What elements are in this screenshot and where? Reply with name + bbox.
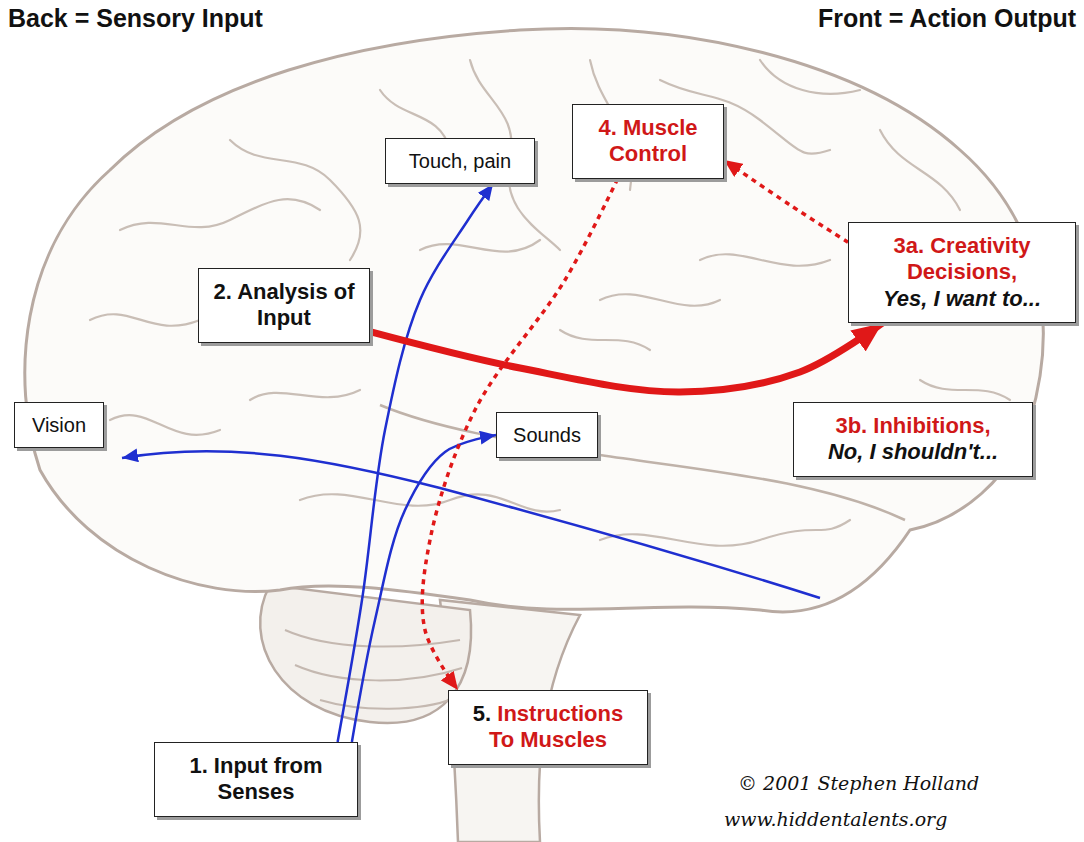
website-note: www.hiddentalents.org [722,808,949,830]
vision-pathway-arrow [122,451,820,598]
region-heading: Front = Action Output [816,4,1078,33]
node-text: 2. Analysis of Input [209,279,359,332]
region-heading: Back = Sensory Input [6,4,265,33]
sense-area-box: Sounds [496,412,598,458]
copyright-note: © 2001 Stephen Holland [736,772,981,794]
sense-area-box: Touch, pain [385,138,535,184]
node-text: 4. Muscle Control [583,115,713,168]
node-text: Vision [25,413,93,437]
node-text: Touch, pain [396,149,524,173]
node-text: Yes, I want to... [859,286,1065,312]
decision-box: 3a. Creativity Decisions,Yes, I want to.… [848,222,1076,323]
output-step-box: 4. Muscle Control [572,104,724,179]
decision-to-muscle-arrow [724,160,848,242]
inhibition-box: 3b. Inhibitions,No, I shouldn't... [793,402,1033,477]
analysis-to-decision-arrow [370,323,882,392]
node-text: 5. [473,701,491,726]
muscle-instruction-arrow [422,179,617,690]
cerebellum [260,585,471,723]
input-step-box: 1. Input from Senses [154,742,358,817]
node-text: 1. Input from Senses [165,753,347,806]
sense-area-box: Vision [14,402,104,448]
node-text: 3b. Inhibitions, [804,413,1022,439]
node-text: Sounds [507,423,587,447]
node-text: No, I shouldn't... [804,439,1022,465]
node-text: Instructions To Muscles [489,701,623,752]
output-step-box: 5.Instructions To Muscles [448,690,648,765]
node-text: 3a. Creativity Decisions, [859,233,1065,286]
cerebellum-folds [285,630,462,709]
process-step-box: 2. Analysis of Input [198,268,370,343]
